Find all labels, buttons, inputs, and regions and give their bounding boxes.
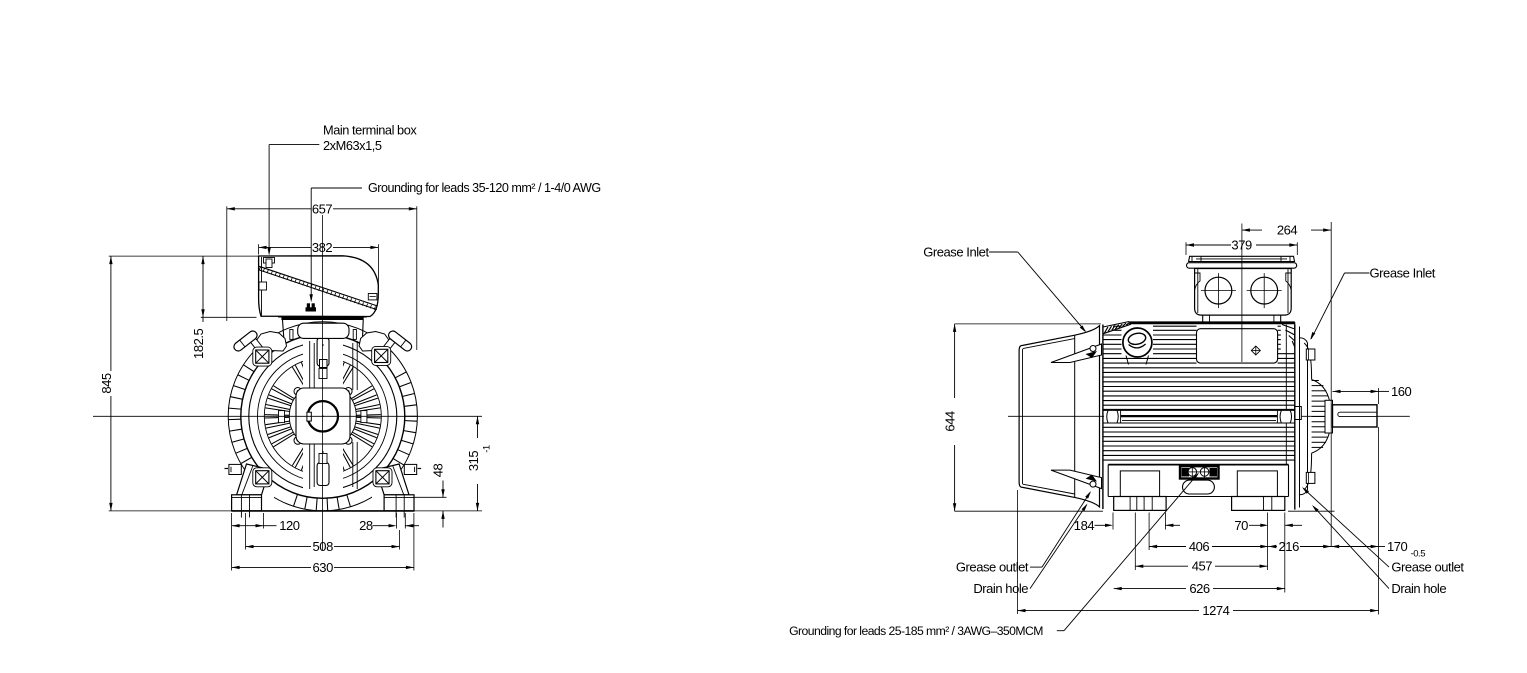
svg-text:Grounding for leads 35-120 mm²: Grounding for leads 35-120 mm² / 1-4/0 A… [368, 181, 601, 195]
svg-text:120: 120 [279, 518, 300, 533]
svg-text:508: 508 [313, 539, 334, 554]
svg-text:Grounding for leads 25-185 mm²: Grounding for leads 25-185 mm² / 3AWG–35… [789, 624, 1043, 638]
svg-text:457: 457 [1192, 559, 1213, 574]
svg-text:216: 216 [1279, 539, 1300, 554]
svg-text:Grease Inlet: Grease Inlet [923, 244, 989, 259]
svg-text:Grease outlet: Grease outlet [956, 559, 1029, 574]
svg-text:Drain hole: Drain hole [1391, 581, 1446, 596]
svg-text:657: 657 [312, 201, 333, 216]
svg-text:264: 264 [1277, 223, 1298, 238]
svg-text:Grease Inlet: Grease Inlet [1370, 266, 1436, 281]
svg-text:70: 70 [1234, 518, 1248, 533]
svg-text:406: 406 [1189, 539, 1210, 554]
svg-text:626: 626 [1189, 581, 1210, 596]
svg-text:28: 28 [359, 518, 373, 533]
svg-text:48: 48 [431, 464, 446, 478]
svg-text:Drain hole: Drain hole [973, 581, 1028, 596]
svg-text:1274: 1274 [1202, 603, 1229, 618]
svg-text:644: 644 [943, 411, 958, 432]
svg-text:160: 160 [1391, 384, 1412, 399]
svg-text:182.5: 182.5 [191, 328, 206, 359]
svg-text:184: 184 [1074, 518, 1095, 533]
svg-text:2xM63x1,5: 2xM63x1,5 [323, 138, 382, 153]
svg-text:Main terminal box: Main terminal box [323, 123, 417, 138]
svg-text:-0.5: -0.5 [1411, 549, 1426, 560]
svg-text:845: 845 [99, 373, 114, 394]
svg-text:630: 630 [313, 560, 334, 575]
svg-text:-1: -1 [482, 445, 493, 453]
svg-text:170: 170 [1387, 539, 1408, 554]
svg-text:Grease outlet: Grease outlet [1391, 559, 1464, 574]
svg-text:315: 315 [466, 451, 481, 472]
svg-text:382: 382 [312, 240, 333, 255]
